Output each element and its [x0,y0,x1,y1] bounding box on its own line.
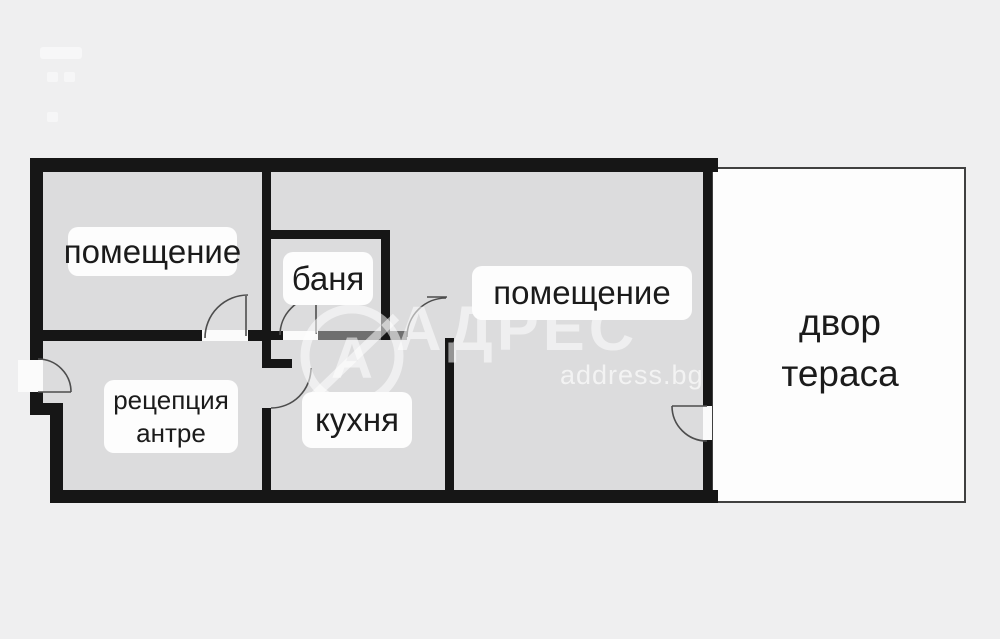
room-label-room-2: помещение [472,266,692,320]
entrance-door-arc [37,358,72,393]
room-label-text: помещение [63,232,242,270]
svg-text:А: А [331,326,373,391]
room-label-bathroom: баня [283,252,373,305]
watermark-domain-text: address.bg [560,360,704,390]
room-label-room-1: помещение [64,227,241,276]
ghost-marks [40,47,82,122]
room-label-text: кухня [315,401,399,438]
passage-door-arc [406,297,447,338]
room-label-kitchen: кухня [302,392,412,448]
room-label-text-line1: рецепция [113,384,229,415]
room-label-text-line2: тераса [781,353,899,394]
room-label-text: баня [291,259,365,297]
room-label-text: помещение [493,274,671,311]
door-openings [18,330,712,440]
room-label-terrace: двор тераса [740,297,940,399]
room-label-reception: рецепция антре [104,380,238,453]
door-arcs [37,294,708,442]
brand-logo-icon: А [300,304,404,408]
walls [30,158,718,503]
room1-door-arc [204,294,249,339]
terrace-door-arc [671,405,708,442]
terrace-area [711,167,966,503]
room-label-text-line1: двор [799,302,881,343]
room-label-text-line2: антре [136,417,206,448]
